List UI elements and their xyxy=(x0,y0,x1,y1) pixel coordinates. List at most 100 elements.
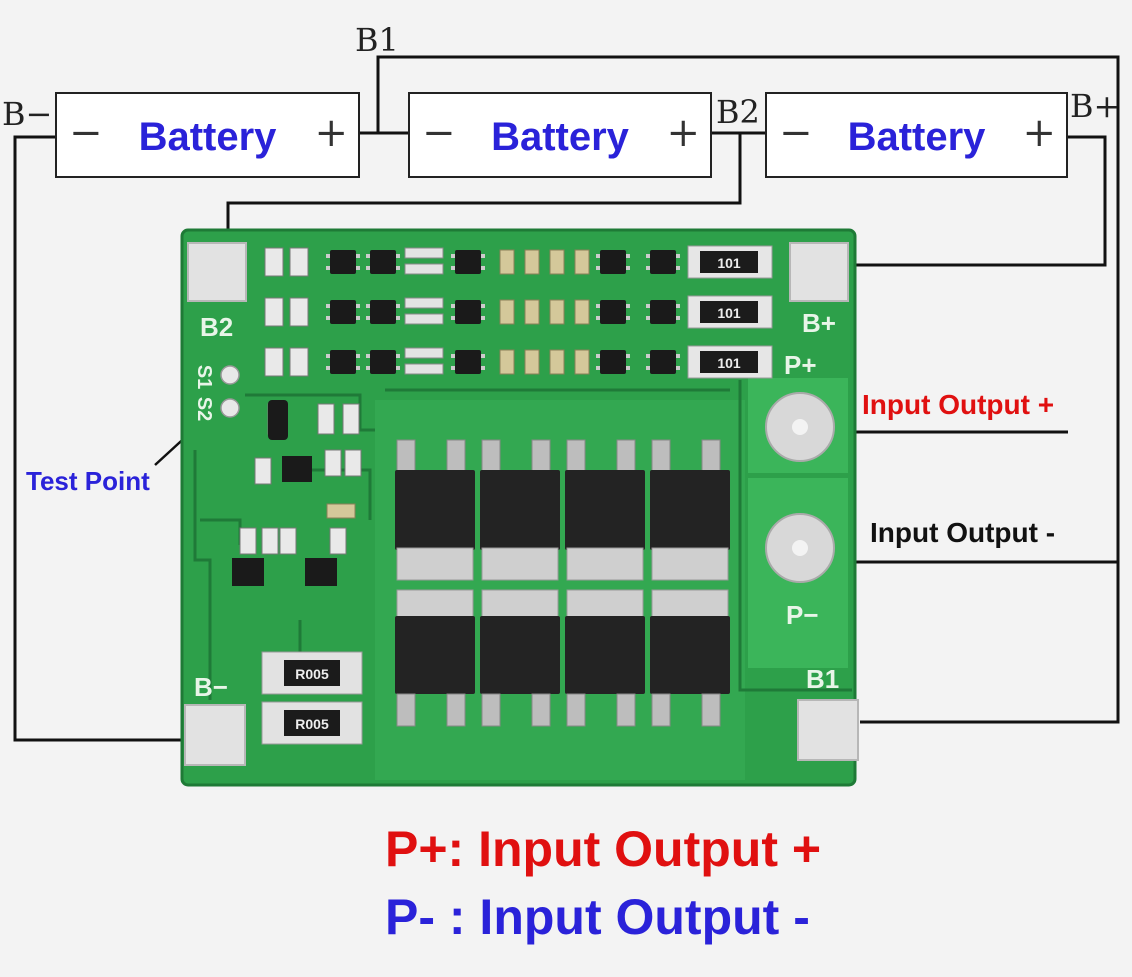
mosfet-bottom xyxy=(650,616,730,694)
mosfet-lead xyxy=(396,693,416,727)
battery-1-label: Battery xyxy=(138,115,277,159)
smd-resistor xyxy=(289,297,309,327)
battery-1-plus: + xyxy=(314,110,348,156)
mosfet-tab xyxy=(651,589,729,619)
smd-capacitor xyxy=(574,249,590,275)
test-point-s2 xyxy=(220,398,240,418)
battery-3-minus: − xyxy=(779,110,813,156)
smd-resistor xyxy=(344,449,362,477)
shunt-resistor-text: R005 xyxy=(295,666,329,682)
test-point-s1 xyxy=(220,365,240,385)
pad-b2 xyxy=(187,242,247,302)
smd-resistor xyxy=(239,527,257,555)
mosfet-tab xyxy=(566,547,644,581)
mosfet-bottom xyxy=(565,616,645,694)
node-label-b-minus: B− xyxy=(2,95,53,133)
smd-resistor xyxy=(261,527,279,555)
mosfet-lead xyxy=(701,439,721,475)
mosfet-lead xyxy=(446,693,466,727)
smd-chip xyxy=(600,350,626,374)
mosfet-lead xyxy=(651,693,671,727)
board-label-p-minus: P− xyxy=(786,600,819,630)
mosfet-tab xyxy=(651,547,729,581)
resistor-101-text: 101 xyxy=(717,255,741,271)
board-label-b2: B2 xyxy=(200,312,234,342)
smd-chip xyxy=(650,300,676,324)
battery-2-plus: + xyxy=(666,110,700,156)
battery-2: − Battery + xyxy=(408,92,712,178)
mosfet-tab xyxy=(481,589,559,619)
smd-chip xyxy=(455,300,481,324)
battery-1-minus: − xyxy=(69,110,103,156)
smd-chip xyxy=(370,350,396,374)
wire-b-minus xyxy=(13,135,185,742)
battery-3-plus: + xyxy=(1022,110,1056,156)
smd-capacitor xyxy=(326,503,356,519)
smd-resistor xyxy=(264,347,284,377)
mosfet-lead xyxy=(566,439,586,475)
battery-2-minus: − xyxy=(422,110,456,156)
wire-b-plus xyxy=(852,135,1107,267)
mosfet-lead xyxy=(651,439,671,475)
mosfet-bottom xyxy=(480,616,560,694)
smd-capacitor xyxy=(404,313,444,325)
smd-chip xyxy=(370,250,396,274)
board-label-p-plus: P+ xyxy=(784,350,817,380)
node-label-b1: B1 xyxy=(355,21,399,59)
resistor-101 xyxy=(700,251,758,273)
mosfet-lead xyxy=(531,693,551,727)
smd-resistor xyxy=(264,247,284,277)
smd-chip xyxy=(650,350,676,374)
smd-resistor xyxy=(289,347,309,377)
node-label-b2: B2 xyxy=(716,93,760,131)
smd-capacitor xyxy=(549,249,565,275)
pad-b-plus xyxy=(789,242,849,302)
board-label-s1: S1 xyxy=(193,364,216,390)
smd-chip xyxy=(330,350,356,374)
mosfet-lead xyxy=(481,693,501,727)
mosfet-tab xyxy=(396,547,474,581)
mosfet-lead xyxy=(446,439,466,475)
mosfet-top xyxy=(480,470,560,550)
caption-p-plus: P+: Input Output + xyxy=(385,821,822,877)
smd-capacitor xyxy=(404,363,444,375)
board-label-b-plus: B+ xyxy=(802,308,836,338)
smd-capacitor xyxy=(574,349,590,375)
label-test-point: Test Point xyxy=(26,466,150,496)
smd-capacitor xyxy=(404,297,444,309)
mosfet-lead xyxy=(566,693,586,727)
smd-resistor xyxy=(324,449,342,477)
label-input-output-minus: Input Output - xyxy=(870,517,1056,548)
mosfet-lead xyxy=(701,693,721,727)
board-label-b1: B1 xyxy=(806,664,840,694)
smd-chip xyxy=(282,456,312,482)
pad-b-minus xyxy=(184,704,246,766)
smd-chip xyxy=(650,250,676,274)
smd-resistor xyxy=(329,527,347,555)
smd-chip xyxy=(455,350,481,374)
smd-chip xyxy=(455,250,481,274)
wire-b2 xyxy=(226,131,742,268)
mosfet-bottom xyxy=(395,616,475,694)
smd-capacitor xyxy=(574,299,590,325)
battery-3: − Battery + xyxy=(765,92,1068,178)
mosfet-tab xyxy=(396,589,474,619)
wire-b1 xyxy=(360,55,1120,724)
smd-chip xyxy=(600,250,626,274)
smd-capacitor xyxy=(404,347,444,359)
mosfet-lead xyxy=(481,439,501,475)
board-label-s2: S2 xyxy=(193,396,216,422)
mosfet-lead xyxy=(396,439,416,475)
pad-b1 xyxy=(797,699,859,761)
smd-capacitor xyxy=(499,299,515,325)
smd-resistor xyxy=(254,457,272,485)
smd-chip xyxy=(600,300,626,324)
smd-chip xyxy=(330,300,356,324)
smd-resistor xyxy=(289,247,309,277)
caption-p-minus: P- : Input Output - xyxy=(385,889,810,945)
smd-chip xyxy=(330,250,356,274)
smd-resistor xyxy=(342,403,360,435)
resistor-101 xyxy=(700,351,758,373)
smd-resistor xyxy=(317,403,335,435)
